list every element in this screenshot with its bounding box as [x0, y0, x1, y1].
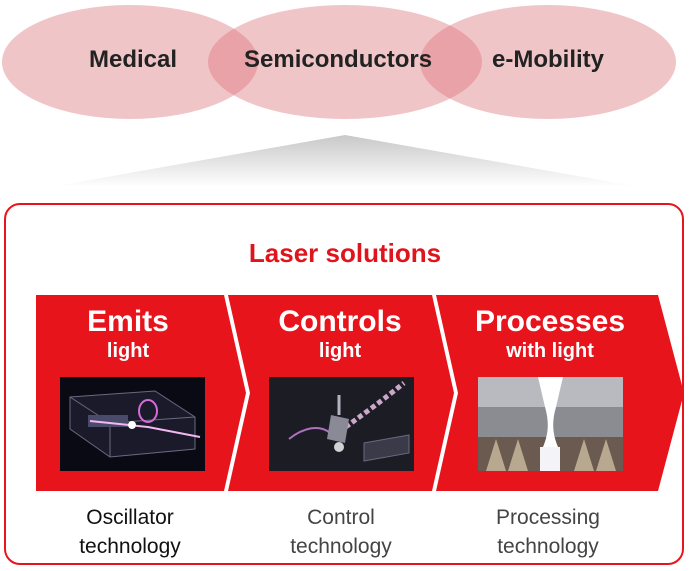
funnel-shape — [50, 135, 640, 187]
caption-oscillator-line2: technology — [79, 535, 181, 558]
market-venn-diagram — [2, 5, 676, 119]
venn-label-emobility: e-Mobility — [492, 46, 604, 73]
caption-oscillator: Oscillator technology — [30, 503, 230, 561]
venn-circle-emobility — [420, 5, 676, 119]
caption-processing-line2: technology — [497, 535, 599, 558]
step-controls-subtitle: light — [318, 340, 362, 362]
caption-control: Control technology — [241, 503, 441, 561]
caption-control-line2: technology — [290, 535, 392, 558]
control-illustration — [269, 377, 414, 471]
oscillator-illustration — [60, 377, 205, 471]
caption-processing-line1: Processing — [496, 506, 600, 529]
step-controls: Controls light — [250, 305, 430, 363]
step-emits: Emits light — [38, 305, 218, 363]
panel-title: Laser solutions — [248, 238, 442, 268]
step-processes-subtitle: with light — [506, 340, 594, 362]
venn-circle-semiconductors — [208, 5, 482, 119]
caption-processing: Processing technology — [448, 503, 648, 561]
processing-illustration — [478, 377, 623, 471]
venn-circle-medical — [2, 5, 258, 119]
venn-label-medical: Medical — [89, 46, 178, 73]
step-processes-title: Processes — [474, 305, 626, 338]
step-controls-title: Controls — [278, 305, 402, 338]
step-emits-subtitle: light — [106, 340, 150, 362]
caption-control-line1: Control — [307, 506, 375, 529]
venn-label-semiconductors: Semiconductors — [244, 46, 433, 73]
step-processes: Processes with light — [450, 305, 650, 363]
step-emits-title: Emits — [87, 305, 169, 338]
caption-oscillator-line1: Oscillator — [86, 506, 174, 529]
